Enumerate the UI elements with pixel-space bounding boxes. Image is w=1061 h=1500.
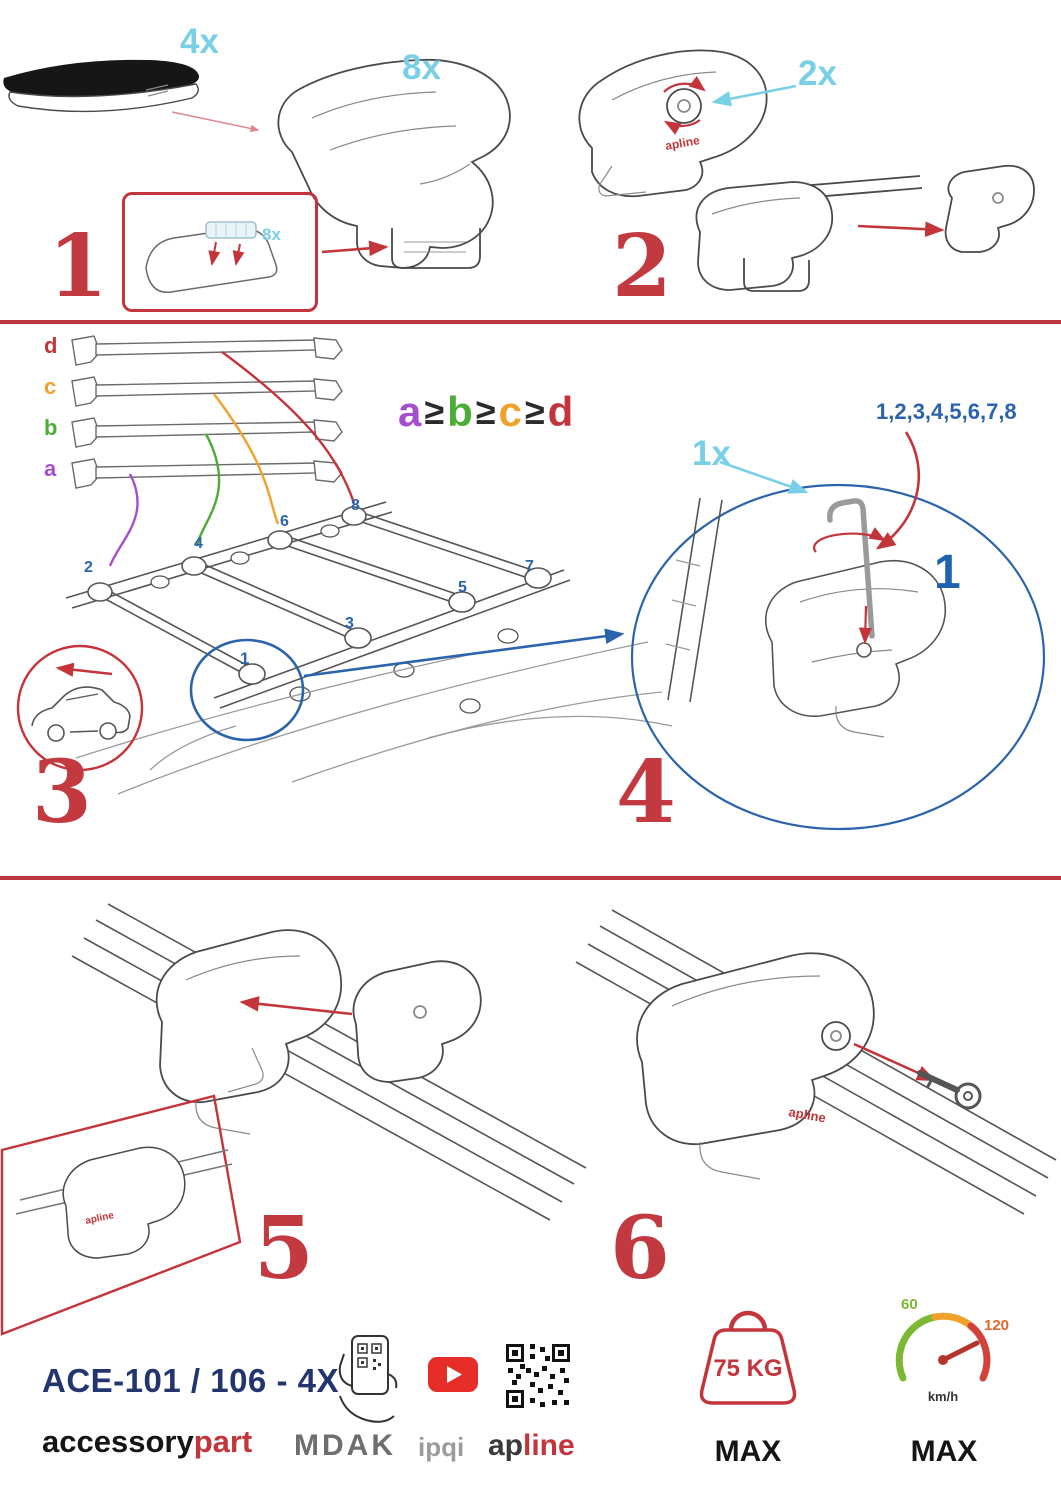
brand-accessory: accessory [42, 1424, 194, 1459]
section-divider-2 [0, 876, 1061, 880]
allen-key-drawing [827, 498, 875, 639]
max-load-label: MAX [714, 1435, 782, 1468]
brand-logo: accessorypart [42, 1424, 253, 1459]
roof-assembly-drawing [65, 501, 673, 795]
stacked-bars-drawing [71, 335, 343, 489]
foot-drawing-step2-bottom [695, 164, 1035, 292]
detail-pointer-arrow [303, 628, 625, 678]
bar-label-c: c [44, 374, 57, 399]
model-number: ACE-101 / 106 - 4X [42, 1362, 339, 1399]
qty-label-pads: 8x [262, 225, 281, 244]
formula-a: a [398, 388, 422, 435]
speed-60: 60 [901, 1296, 918, 1313]
pad-detail-box [122, 192, 318, 312]
formula-c: c [498, 388, 522, 435]
bar-to-foot-line [171, 111, 260, 133]
bar-label-a: a [44, 456, 57, 481]
step5-number: 5 [254, 1198, 314, 1299]
apline-logo: apline [488, 1430, 575, 1462]
qty-label-keys: 2x [798, 54, 837, 93]
formula-ge3: ≥ [524, 391, 545, 433]
foot-drawing-step2-top: apline [578, 49, 768, 198]
section-divider-1 [0, 320, 1061, 324]
formula-ge1: ≥ [424, 391, 445, 433]
step1-number: 1 [48, 216, 108, 317]
bar-length-formula: a ≥ b ≥ c ≥ d [398, 388, 574, 435]
bar-label-d: d [44, 333, 58, 358]
brand-part: part [193, 1424, 253, 1459]
step2-number: 2 [612, 216, 672, 317]
step6-drawing: apline [575, 909, 1057, 1215]
qty-label-bars: 4x [180, 22, 219, 61]
speed-max-label: MAX [910, 1435, 978, 1468]
apline-dark: ap [488, 1429, 524, 1462]
qty-label-key: 1x [692, 434, 731, 473]
foot-drawing-step1 [277, 58, 511, 269]
position-2: 2 [84, 559, 93, 576]
sequence-first-number: 1 [934, 546, 961, 599]
speed-120: 120 [984, 1317, 1010, 1334]
position-4: 4 [194, 535, 203, 552]
step3-number: 3 [32, 742, 92, 843]
speedometer-icon [895, 1312, 991, 1382]
box-to-foot-arrow [321, 240, 389, 257]
formula-d: d [547, 388, 574, 435]
step6-number: 6 [610, 1198, 670, 1299]
position-3: 3 [345, 615, 354, 632]
formula-b: b [447, 388, 473, 435]
foot-logo-step2: apline [664, 133, 701, 153]
position1-highlight-circle [189, 638, 305, 742]
position-7: 7 [525, 558, 534, 575]
weight-icon [699, 1310, 797, 1405]
step4-number: 4 [616, 742, 676, 843]
apline-red: line [523, 1429, 575, 1462]
qty1x-arrow [719, 460, 809, 494]
max-load-value: 75 KG [713, 1355, 783, 1382]
qty2x-arrow [711, 84, 797, 107]
car-direction-drawing [16, 644, 144, 772]
youtube-icon [428, 1357, 478, 1392]
phone-qr-icon [338, 1335, 398, 1423]
speed-unit: km/h [927, 1389, 959, 1404]
position-6: 6 [280, 513, 289, 530]
position-1: 1 [240, 649, 250, 668]
qty-label-feet: 8x [402, 48, 441, 87]
aero-bar-drawing [3, 59, 200, 113]
position-5: 5 [458, 579, 467, 596]
mdak-logo: MDAK [294, 1429, 396, 1462]
pad-detail-drawing [145, 221, 278, 294]
formula-ge2: ≥ [475, 391, 496, 433]
sequence-arrow [875, 431, 921, 550]
step2-assembly-arrow [857, 221, 945, 237]
key-icon [917, 1070, 982, 1110]
locked-detail-frame [0, 1094, 242, 1336]
detail-view-drawing [630, 483, 1046, 831]
qr-code-icon [506, 1344, 570, 1408]
bar-label-b: b [44, 415, 58, 440]
position-8: 8 [351, 497, 360, 514]
foot-logo-step6: apline [787, 1104, 827, 1125]
bar-order-curves [108, 351, 356, 567]
tighten-sequence: 1,2,3,4,5,6,7,8 [876, 399, 1017, 424]
ipqi-logo: ipqi [418, 1432, 465, 1462]
step5-drawing: apline [0, 903, 587, 1336]
